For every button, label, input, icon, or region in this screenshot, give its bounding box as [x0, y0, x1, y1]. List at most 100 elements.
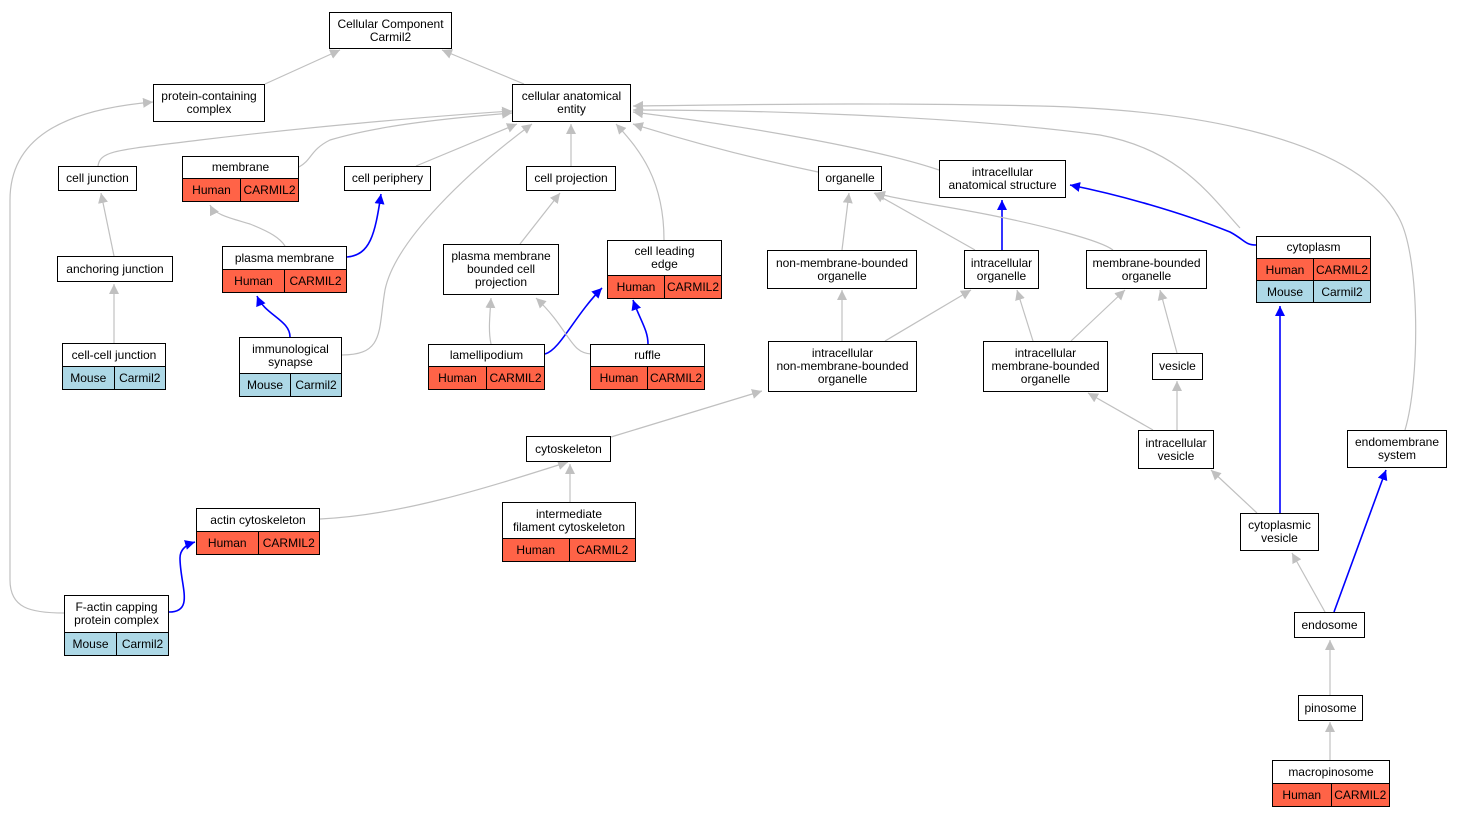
edge-cellular-anatomical-entity-to-root: [441, 49, 525, 85]
edge-membrane-bounded-organelle-to-organelle: [874, 190, 1114, 251]
node-label: plasma membrane: [234, 250, 335, 265]
node-label: cell projection: [534, 171, 608, 185]
edge-protein-complex-to-root: [264, 49, 341, 85]
node-label: Cellular Component Carmil2: [337, 16, 444, 44]
node-label: cell junction: [66, 171, 129, 185]
species-cell: Human: [183, 179, 240, 201]
node-label: cytoskeleton: [535, 441, 602, 456]
node-label: organelle: [825, 171, 875, 185]
edge-immunological-synapse-to-cellular-anatomical-entity: [341, 123, 533, 356]
node-label: actin cytoskeleton: [210, 512, 306, 527]
node-cytoplasmic-vesicle[interactable]: cytoplasmic vesicle: [1240, 513, 1319, 551]
species-cell: Mouse: [63, 367, 114, 389]
edge-pm-bounded-cell-projection-to-cell-projection: [519, 192, 561, 245]
node-protein-complex[interactable]: protein-containing complex: [153, 84, 265, 122]
node-cell-periphery[interactable]: cell periphery: [344, 166, 431, 191]
node-label: cell leading edge: [634, 244, 695, 271]
node-intracellular-mb-organelle[interactable]: intracellular membrane-bounded organelle: [983, 341, 1108, 392]
node-label: intracellular non-membrane-bounded organ…: [776, 346, 909, 386]
node-label: cytoplasm: [1286, 240, 1341, 254]
node-cell-projection[interactable]: cell projection: [526, 166, 616, 191]
node-endosome[interactable]: endosome: [1294, 612, 1365, 638]
gene-cell: CARMIL2: [240, 179, 298, 201]
gene-cell: Carmil2: [113, 367, 165, 389]
gene-cell: CARMIL2: [664, 276, 721, 298]
edge-intracellular-nmb-organelle-to-intracellular-organelle: [884, 289, 972, 342]
node-intracellular-organelle[interactable]: intracellular organelle: [964, 250, 1039, 289]
node-pinosome[interactable]: pinosome: [1298, 695, 1363, 721]
node-label: F-actin capping protein complex: [74, 600, 159, 627]
edge-membrane-to-cellular-anatomical-entity: [298, 108, 513, 168]
node-vesicle[interactable]: vesicle: [1152, 353, 1203, 380]
edge-cytoplasm-to-intracellular-anatomical-structure: [1069, 182, 1257, 246]
edge-immunological-synapse-to-plasma-membrane: [256, 295, 291, 338]
node-label: anchoring junction: [66, 261, 164, 276]
node-label: membrane: [211, 160, 270, 174]
node-label: lamellipodium: [449, 348, 524, 362]
node-cell-junction[interactable]: cell junction: [58, 166, 137, 191]
node-membrane-bounded-organelle[interactable]: membrane-bounded organelle: [1086, 250, 1207, 289]
species-cell: Human: [608, 276, 664, 298]
edge-endomembrane-system-to-cellular-anatomical-entity: [632, 100, 1417, 431]
gene-cell: CARMIL2: [1313, 259, 1370, 280]
node-label: cell periphery: [351, 171, 424, 185]
node-intracellular-anatomical-structure[interactable]: intracellular anatomical structure: [939, 160, 1066, 198]
gene-cell: CARMIL2: [568, 539, 635, 561]
node-cellular-anatomical-entity[interactable]: cellular anatomical entity: [512, 84, 631, 122]
node-label: pinosome: [1304, 700, 1357, 715]
species-cell: Human: [429, 367, 486, 389]
node-organelle[interactable]: organelle: [818, 166, 882, 191]
edge-anchoring-junction-to-cell-junction: [98, 192, 115, 257]
node-label: membrane-bounded organelle: [1092, 255, 1201, 283]
edge-actin-cytoskeleton-to-cytoskeleton: [319, 460, 569, 520]
node-intracellular-vesicle[interactable]: intracellular vesicle: [1138, 430, 1214, 469]
edge-vesicle-to-membrane-bounded-organelle: [1157, 289, 1178, 354]
edge-organelle-to-cellular-anatomical-entity: [632, 122, 819, 173]
edge-plasma-membrane-to-cell-periphery: [346, 193, 385, 258]
edge-endosome-to-endomembrane-system: [1333, 469, 1388, 613]
node-label: protein-containing complex: [161, 89, 257, 116]
species-cell: Human: [591, 367, 647, 389]
node-pm-bounded-cell-projection[interactable]: plasma membrane bounded cell projection: [443, 244, 559, 295]
node-label: endomembrane system: [1354, 435, 1440, 462]
node-label: ruffle: [634, 348, 661, 362]
node-label: non-membrane-bounded organelle: [775, 255, 909, 283]
node-non-membrane-bounded-organelle[interactable]: non-membrane-bounded organelle: [767, 250, 917, 289]
node-root[interactable]: Cellular Component Carmil2: [329, 12, 452, 49]
node-label: intracellular organelle: [970, 255, 1033, 283]
edge-cell-periphery-to-cellular-anatomical-entity: [415, 123, 518, 167]
node-endomembrane-system[interactable]: endomembrane system: [1347, 430, 1447, 468]
node-label: intermediate filament cytoskeleton: [512, 506, 626, 534]
node-anchoring-junction[interactable]: anchoring junction: [57, 256, 173, 282]
edge-ruffle-to-pm-bounded-cell-projection: [535, 297, 593, 355]
node-intracellular-nmb-organelle[interactable]: intracellular non-membrane-bounded organ…: [768, 341, 917, 392]
edge-cell-leading-edge-to-cellular-anatomical-entity: [615, 123, 665, 241]
node-label: intracellular membrane-bounded organelle: [991, 346, 1100, 386]
node-label: cellular anatomical entity: [521, 89, 622, 116]
edge-lamellipodium-to-pm-bounded-cell-projection: [485, 297, 496, 345]
node-label: plasma membrane bounded cell projection: [451, 249, 551, 289]
node-cytoskeleton[interactable]: cytoskeleton: [526, 436, 611, 462]
